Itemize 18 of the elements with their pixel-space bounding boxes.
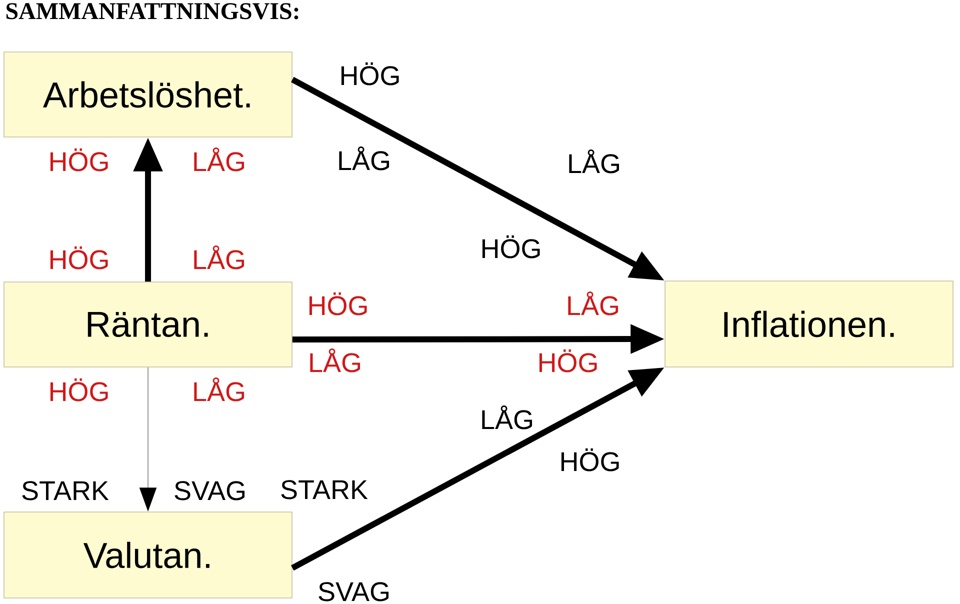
concept-box: Inflationen. [664,280,954,368]
state-label: HÖG [482,235,540,258]
state-label: STARK [281,480,368,500]
state-label: SVAG [318,582,389,602]
state-label: LÅG [310,348,360,372]
concept-box: Valutan. [4,512,292,598]
state-label: HÖG [341,62,399,86]
state-label: HÖG [309,292,367,316]
title: SAMMANFATTNINGSVIS: [6,3,298,20]
state-label: LÅG [339,146,389,170]
state-label: SVAG [174,481,245,500]
concept-box: Arbetslöshet. [4,52,292,138]
state-label: LÅG [568,291,618,316]
state-label: LÅG [569,149,619,174]
state-label: HÖG [561,448,619,472]
concept-box: Räntan. [4,282,292,368]
state-label: LÅG [482,405,532,430]
state-label: HÖG [539,349,597,372]
